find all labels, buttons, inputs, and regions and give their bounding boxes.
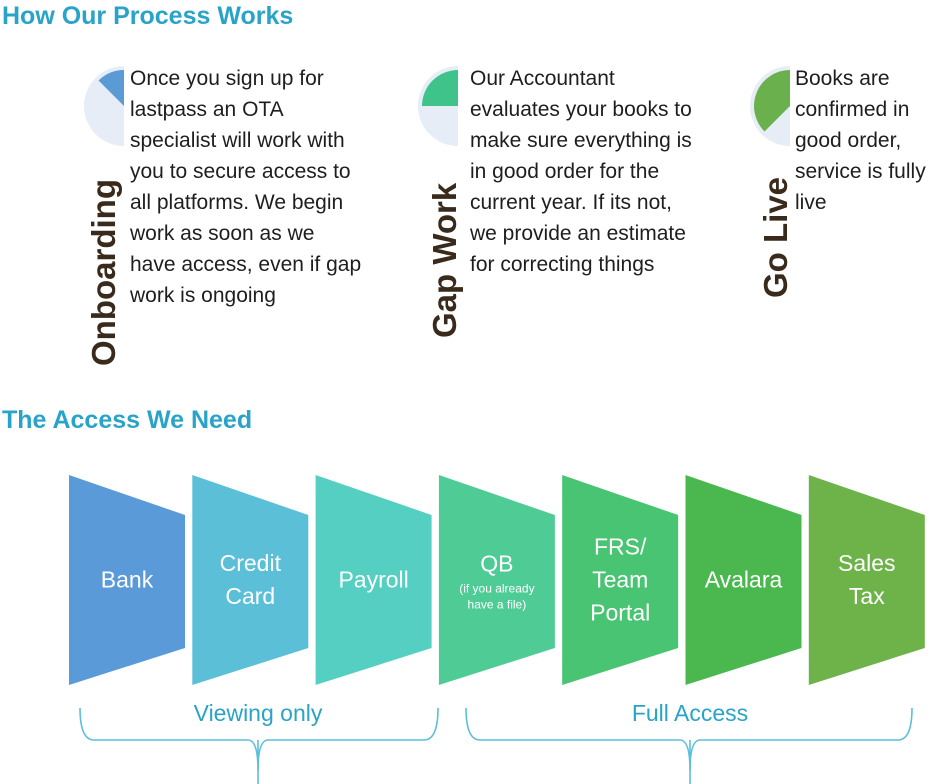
group-label-1: Viewing only	[193, 700, 323, 726]
segment-qb	[438, 475, 555, 685]
segment-avalara	[685, 475, 802, 685]
segment-label-bank: Bank	[100, 566, 154, 593]
group-bracket-1	[79, 707, 439, 771]
onboarding-description: Once you sign up for lastpass an OTA spe…	[130, 67, 362, 307]
segment-bank	[69, 475, 185, 685]
group-label-2: Full Access	[631, 700, 749, 726]
gap-work-description: Our Accountant evaluates your books to m…	[470, 67, 692, 276]
gap-work-title: Gap Work	[426, 182, 463, 338]
group-bracket-2	[465, 707, 913, 771]
segment-label-payroll: Payroll	[338, 566, 409, 593]
process-heading: How Our Process Works	[2, 2, 294, 30]
onboarding-progress-sector	[98, 70, 124, 106]
access-funnel	[69, 475, 925, 685]
access-heading: The Access We Need	[2, 406, 253, 434]
segment-credit	[192, 475, 309, 685]
segment-payroll	[315, 475, 432, 685]
segment-sales	[808, 475, 925, 685]
pie-quarter-icon	[84, 66, 124, 146]
access-brackets	[79, 707, 913, 784]
go-live-title: Go Live	[757, 176, 794, 298]
pie-half-icon	[418, 66, 458, 146]
pie-three-quarter-icon	[750, 66, 790, 146]
onboarding-title: Onboarding	[85, 179, 122, 366]
gap-work-progress-sector	[422, 70, 458, 106]
go-live-description: Books are confirmed in good order, servi…	[795, 67, 926, 214]
segment-frs	[562, 475, 679, 685]
segment-label-avalara: Avalara	[704, 566, 783, 593]
go-live-progress-sector	[754, 70, 790, 132]
